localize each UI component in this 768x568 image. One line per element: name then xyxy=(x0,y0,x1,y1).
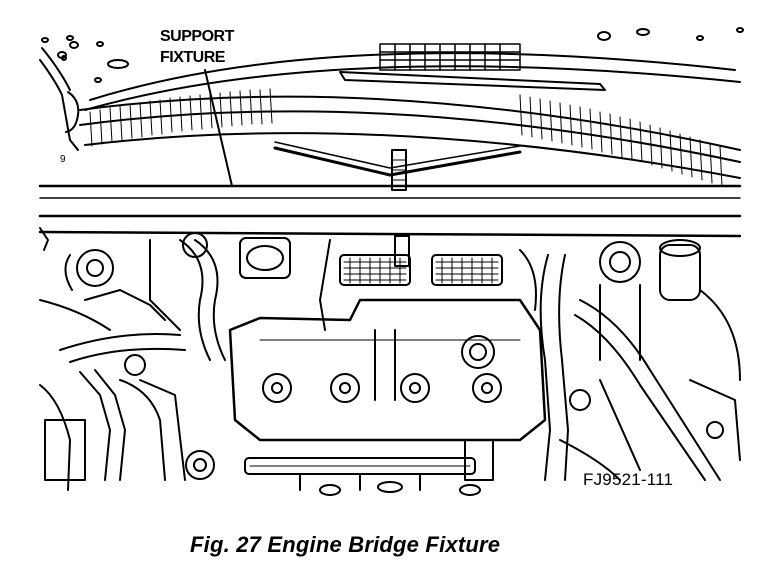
support-fixture-callout: SUPPORT FIXTURE xyxy=(160,26,234,68)
figure-caption: Fig. 27 Engine Bridge Fixture xyxy=(190,532,501,557)
svg-text:9: 9 xyxy=(60,154,66,165)
cowl-area: 9 xyxy=(39,27,744,191)
callout-line-2: FIXTURE xyxy=(160,49,225,66)
support-fixture-bar xyxy=(38,184,742,238)
callout-line-1: SUPPORT xyxy=(160,28,234,45)
figure-id-label: FJ9521-111 xyxy=(583,470,674,489)
engine-assembly xyxy=(39,227,741,496)
